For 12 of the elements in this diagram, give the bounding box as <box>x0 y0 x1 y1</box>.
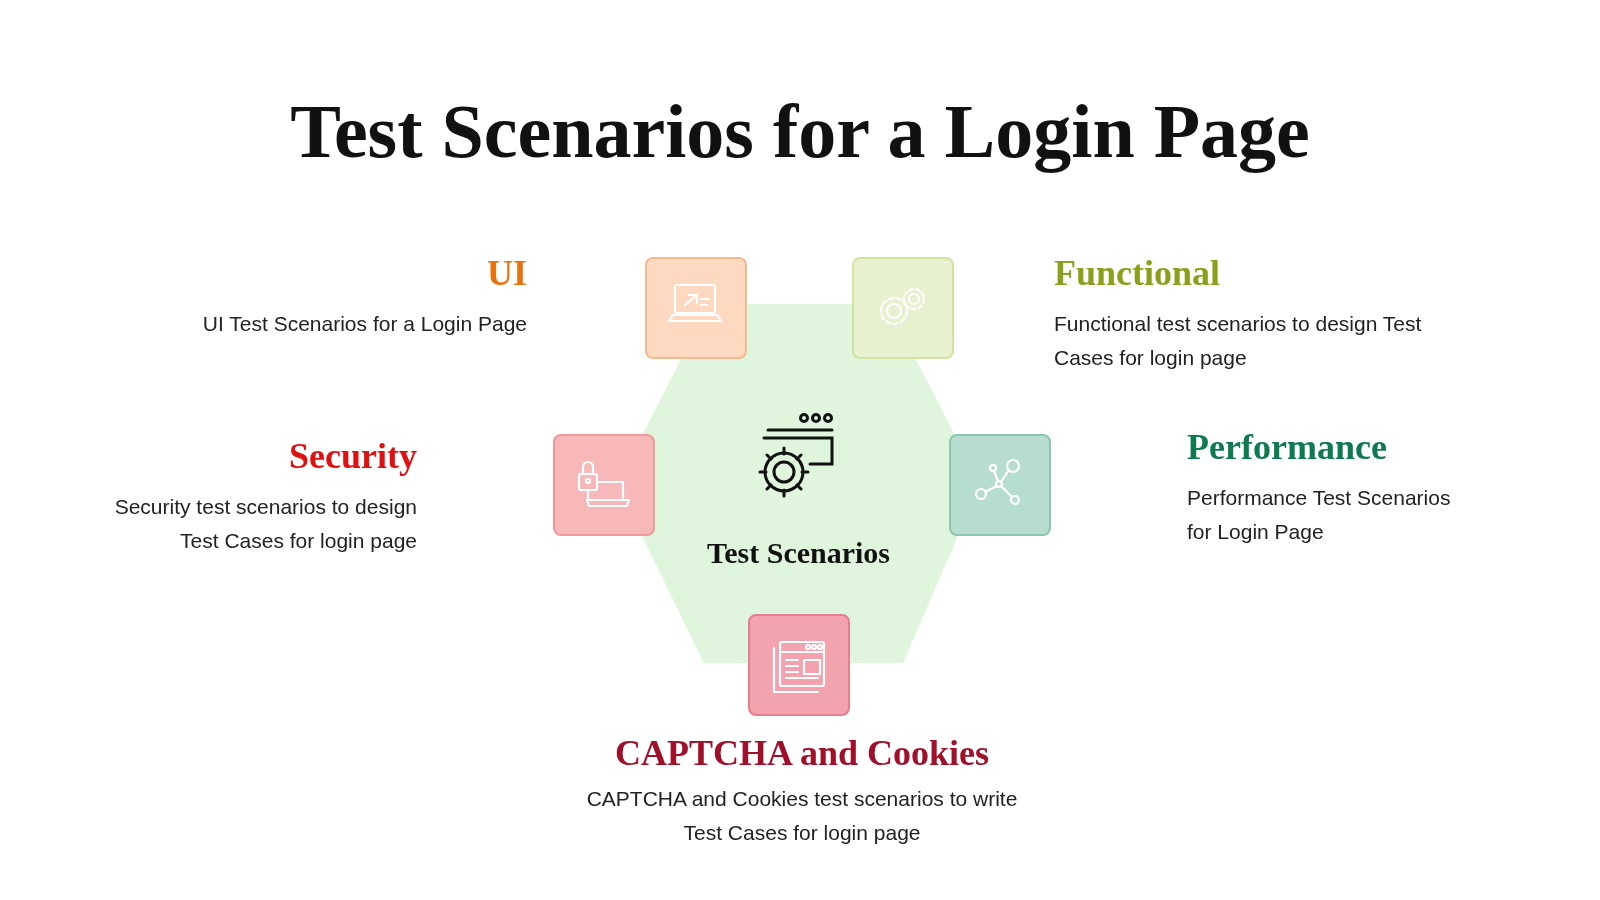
category-heading: CAPTCHA and Cookies <box>613 732 991 774</box>
category-description: Functional test scenarios to design Test Cases for login page <box>1054 311 1423 371</box>
category-description: Security test scenarios to design Test Cases for login page <box>113 494 417 554</box>
category-heading: UI <box>486 252 527 294</box>
category-heading: Functional <box>1054 252 1222 294</box>
hexagon-label: Test Scenarios <box>705 536 892 570</box>
category-description: UI Test Scenarios for a Login Page <box>201 311 527 337</box>
category-heading: Security <box>288 435 417 477</box>
title: Test Scenarios for a Login Page <box>289 88 1311 175</box>
category-description: CAPTCHA and Cookies test scenarios to write Test Cases for login page <box>585 786 1019 846</box>
category-heading: Performance <box>1187 426 1388 468</box>
category-description: Performance Test Scenarios for Login Page <box>1187 485 1452 545</box>
